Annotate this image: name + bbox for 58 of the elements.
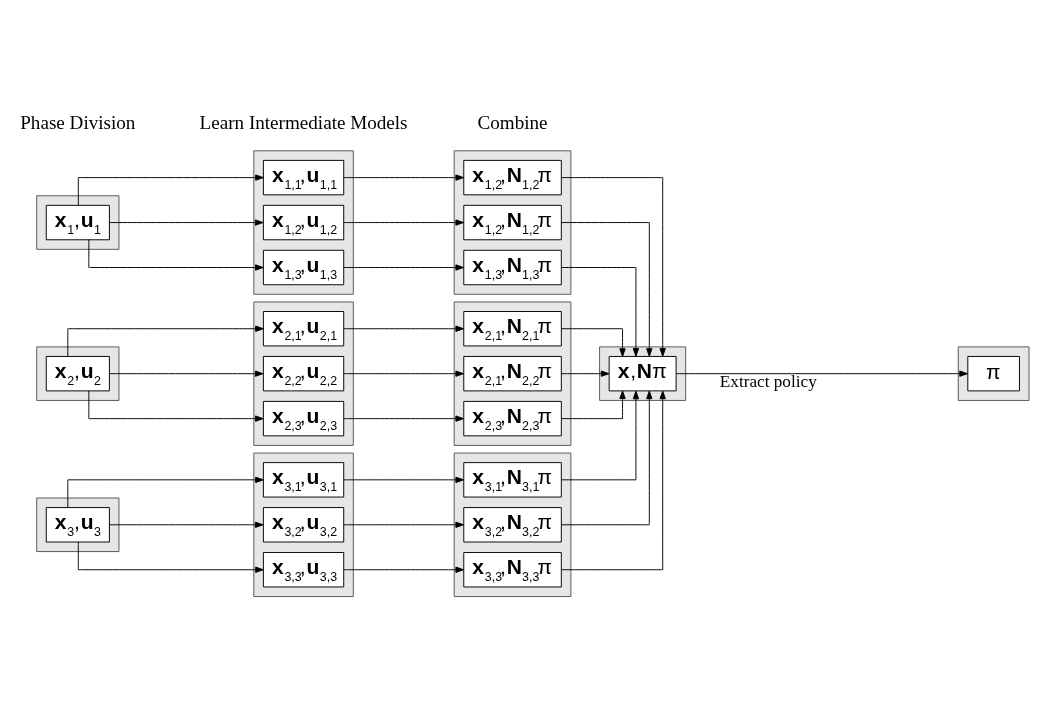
- arrow: [560, 328, 626, 357]
- arrow: [343, 264, 465, 271]
- arrow: [77, 541, 264, 573]
- arrow: [675, 370, 968, 377]
- arrow: [67, 476, 264, 509]
- node-box: x$_{1,2}$,N$_{1,2}$π: [463, 204, 562, 241]
- arrow: [343, 476, 465, 483]
- label: Phase Division: [20, 111, 136, 133]
- node-box: x$_{2,2}$,u$_{2,2}$: [262, 355, 345, 392]
- cluster: [36, 195, 120, 250]
- cluster: [36, 497, 120, 553]
- node-box: x$_{3,2}$,u$_{3,2}$: [262, 507, 345, 543]
- arrow: [343, 174, 465, 181]
- node-box: x$_{1,3}$,u$_{1,3}$: [262, 249, 345, 286]
- node-box: x$_{3,1}$,N$_{3,1}$π: [463, 462, 562, 498]
- node-box: x$_{1,2}$,u$_{1,2}$: [262, 204, 345, 241]
- arrow: [67, 325, 264, 357]
- arrow: [343, 370, 465, 377]
- node-box: π: [967, 355, 1020, 392]
- arrow: [561, 177, 666, 357]
- arrow: [560, 370, 610, 377]
- arrow: [561, 390, 640, 481]
- node-box: x$_{3,1}$,u$_{3,1}$: [262, 462, 345, 498]
- node-box: x$_{1,1}$,u$_{1,1}$: [262, 159, 345, 196]
- node-box: x$_{2,3}$,u$_{2,3}$: [262, 400, 345, 437]
- node-box: x$_{2,1}$,N$_{2,2}$π: [463, 355, 562, 392]
- label: Learn Intermediate Models: [199, 111, 408, 133]
- arrow: [343, 521, 465, 528]
- arrow: [77, 174, 264, 206]
- arrow: [561, 390, 666, 571]
- arrow: [561, 222, 653, 357]
- cluster: [36, 346, 120, 401]
- node-box: x$_{2,1}$,N$_{2,1}$π: [463, 311, 562, 347]
- node-box: x$_{1}$,u$_{1}$: [45, 204, 110, 241]
- arrow: [560, 390, 626, 420]
- node-box: x$_{3,3}$,N$_{3,3}$π: [463, 552, 562, 588]
- edge-label: Extract policy: [719, 372, 817, 392]
- node-box: x$_{2,3}$,N$_{2,3}$π: [463, 400, 562, 437]
- arrow: [343, 219, 465, 226]
- node-box: x$_{2,1}$,u$_{2,1}$: [262, 311, 345, 347]
- arrow: [88, 239, 264, 271]
- arrow: [343, 415, 465, 422]
- node-box: x$_{1,2}$,N$_{1,2}$π: [463, 159, 562, 196]
- arrow: [88, 390, 264, 422]
- arrow: [108, 219, 264, 226]
- arrow: [343, 566, 465, 573]
- node-box: x,Nπ: [608, 355, 677, 392]
- arrow: [561, 267, 640, 357]
- node-box: x$_{2}$,u$_{2}$: [45, 355, 110, 392]
- node-box: x$_{3,2}$,N$_{3,2}$π: [463, 507, 562, 543]
- node-box: x$_{3,3}$,u$_{3,3}$: [262, 552, 345, 588]
- arrow: [561, 390, 653, 526]
- label: Combine: [477, 111, 548, 133]
- node-box: x$_{3}$,u$_{3}$: [45, 507, 110, 543]
- arrow: [108, 521, 264, 528]
- arrow: [108, 370, 264, 377]
- arrow: [343, 325, 465, 332]
- node-box: x$_{1,3}$,N$_{1,3}$π: [463, 249, 562, 286]
